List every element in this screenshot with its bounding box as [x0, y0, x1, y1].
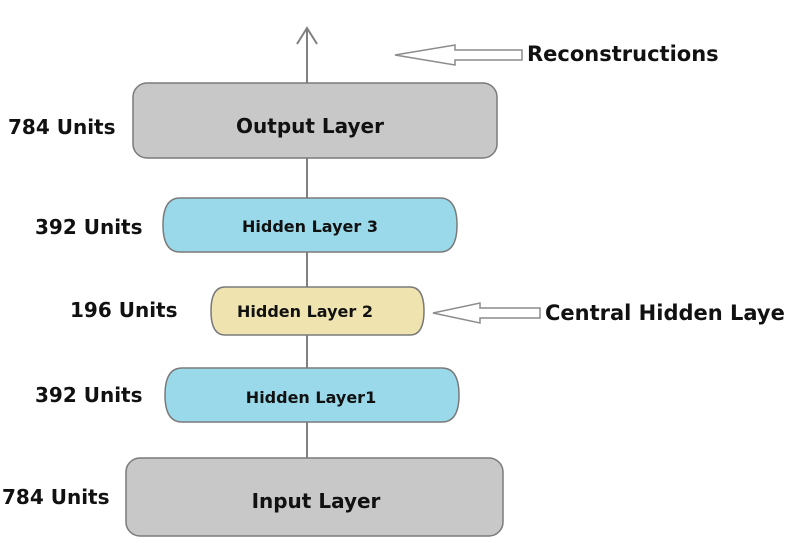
- central-hidden-layer-label: Central Hidden Layer: [545, 301, 785, 325]
- hidden-layer-2-box: [210, 286, 425, 336]
- input-layer: Input Layer: [125, 457, 504, 537]
- hidden-layer-1: Hidden Layer1: [164, 367, 460, 423]
- input-layer-box: [125, 457, 504, 537]
- hidden-layer-2-label: Hidden Layer 2: [237, 302, 373, 321]
- input-units-label: 784 Units: [2, 485, 110, 509]
- output-units-label: 784 Units: [8, 115, 116, 139]
- hidden-layer-1-label: Hidden Layer1: [246, 388, 376, 407]
- hidden-layer-2-units-label: 196 Units: [70, 298, 178, 322]
- central-hidden-layer-arrow-icon: [432, 302, 541, 324]
- hidden-layer-3-units-label: 392 Units: [35, 215, 143, 239]
- reconstructions-arrow-icon: [394, 44, 523, 66]
- output-layer-label: Output Layer: [236, 114, 384, 138]
- input-layer-label: Input Layer: [252, 489, 381, 513]
- hidden-layer-1-box: [164, 367, 460, 423]
- hidden-layer-3: Hidden Layer 3: [162, 197, 458, 253]
- hidden-layer-1-units-label: 392 Units: [35, 383, 143, 407]
- hidden-layer-3-label: Hidden Layer 3: [242, 217, 378, 236]
- reconstructions-label: Reconstructions: [527, 42, 719, 66]
- hidden-layer-2: Hidden Layer 2: [210, 286, 425, 336]
- output-layer: Output Layer: [132, 82, 498, 159]
- output-layer-box: [132, 82, 498, 159]
- hidden-layer-3-box: [162, 197, 458, 253]
- output-arrow-icon: [296, 26, 318, 45]
